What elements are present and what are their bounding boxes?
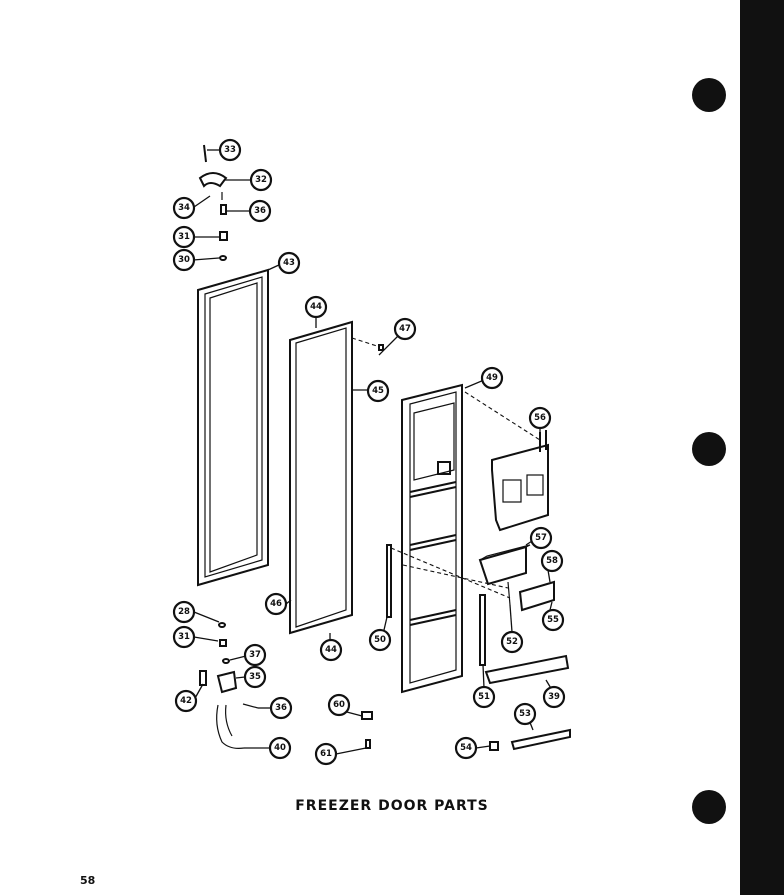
callout-60: 60 xyxy=(327,693,351,717)
callout-45: 45 xyxy=(366,379,390,403)
callout-label: 43 xyxy=(283,258,295,268)
callout-label: 50 xyxy=(374,635,386,645)
bottom-hinge-assembly xyxy=(199,581,511,751)
callout-30: 30 xyxy=(172,248,196,272)
callout-50: 50 xyxy=(368,628,392,652)
door-panel xyxy=(289,320,353,635)
callout-label: 56 xyxy=(534,413,546,423)
callout-51: 51 xyxy=(472,685,496,709)
callout-33: 33 xyxy=(218,138,242,162)
binder-hole-bottom xyxy=(692,790,726,824)
callout-label: 31 xyxy=(178,632,190,642)
door-gasket xyxy=(197,268,269,587)
dispenser-module xyxy=(491,430,549,532)
callout-44: 44 xyxy=(304,295,328,319)
callout-46: 46 xyxy=(264,592,288,616)
callout-label: 58 xyxy=(546,556,558,566)
assembly-dashed-lines xyxy=(351,337,541,599)
callout-label: 57 xyxy=(535,533,547,543)
binder-hole-top xyxy=(692,78,726,112)
binder-hole-middle xyxy=(692,432,726,466)
callout-54: 54 xyxy=(454,736,478,760)
callout-label: 61 xyxy=(320,749,332,759)
callout-label: 28 xyxy=(178,607,190,617)
callout-52: 52 xyxy=(500,630,524,654)
diagram-caption: FREEZER DOOR PARTS xyxy=(295,798,489,814)
callout-label: 34 xyxy=(178,203,190,213)
callout-55: 55 xyxy=(541,608,565,632)
callout-label: 53 xyxy=(519,709,531,719)
callout-56: 56 xyxy=(528,406,552,430)
callout-label: 49 xyxy=(486,373,498,383)
callout-36-lower: 36 xyxy=(269,696,293,720)
callout-47: 47 xyxy=(393,317,417,341)
callout-label: 51 xyxy=(478,692,490,702)
callout-label: 30 xyxy=(178,255,190,265)
callout-label: 60 xyxy=(333,700,345,710)
callout-label: 42 xyxy=(180,696,192,706)
callout-57: 57 xyxy=(529,526,553,550)
door-bins xyxy=(386,544,571,751)
callout-label: 44 xyxy=(310,302,322,312)
callout-49: 49 xyxy=(480,366,504,390)
callout-label: 52 xyxy=(506,637,518,647)
leader-lines xyxy=(192,149,553,755)
callout-53: 53 xyxy=(513,702,537,726)
callout-label: 47 xyxy=(399,324,411,334)
callout-42: 42 xyxy=(174,689,198,713)
callout-label: 36 xyxy=(275,703,287,713)
callout-28: 28 xyxy=(172,600,196,624)
callout-61: 61 xyxy=(314,742,338,766)
callout-label: 39 xyxy=(548,692,560,702)
callout-44-lower: 44 xyxy=(319,638,343,662)
callout-label: 35 xyxy=(249,672,261,682)
callout-label: 46 xyxy=(270,599,282,609)
callout-label: 32 xyxy=(255,175,267,185)
callout-label: 33 xyxy=(224,145,236,155)
callout-label: 45 xyxy=(372,386,384,396)
callout-43: 43 xyxy=(277,251,301,275)
callout-label: 36 xyxy=(254,206,266,216)
callout-label: 44 xyxy=(325,645,337,655)
callout-label: 31 xyxy=(178,232,190,242)
callout-label: 37 xyxy=(249,650,261,660)
callout-label: 40 xyxy=(274,743,286,753)
callout-label: 55 xyxy=(547,615,559,625)
callout-58: 58 xyxy=(540,549,564,573)
callout-31-lower: 31 xyxy=(172,625,196,649)
callout-34: 34 xyxy=(172,196,196,220)
callout-39: 39 xyxy=(542,685,566,709)
callout-37: 37 xyxy=(243,643,267,667)
inner-door-liner xyxy=(401,383,463,694)
callout-32: 32 xyxy=(249,168,273,192)
callout-31: 31 xyxy=(172,225,196,249)
callout-35: 35 xyxy=(243,665,267,689)
callout-36: 36 xyxy=(248,199,272,223)
callout-label: 54 xyxy=(460,743,472,753)
page-number: 58 xyxy=(80,874,96,887)
scan-edge-bar xyxy=(740,0,784,895)
top-hinge-assembly xyxy=(198,144,228,261)
callout-40: 40 xyxy=(268,736,292,760)
screws xyxy=(378,344,384,351)
